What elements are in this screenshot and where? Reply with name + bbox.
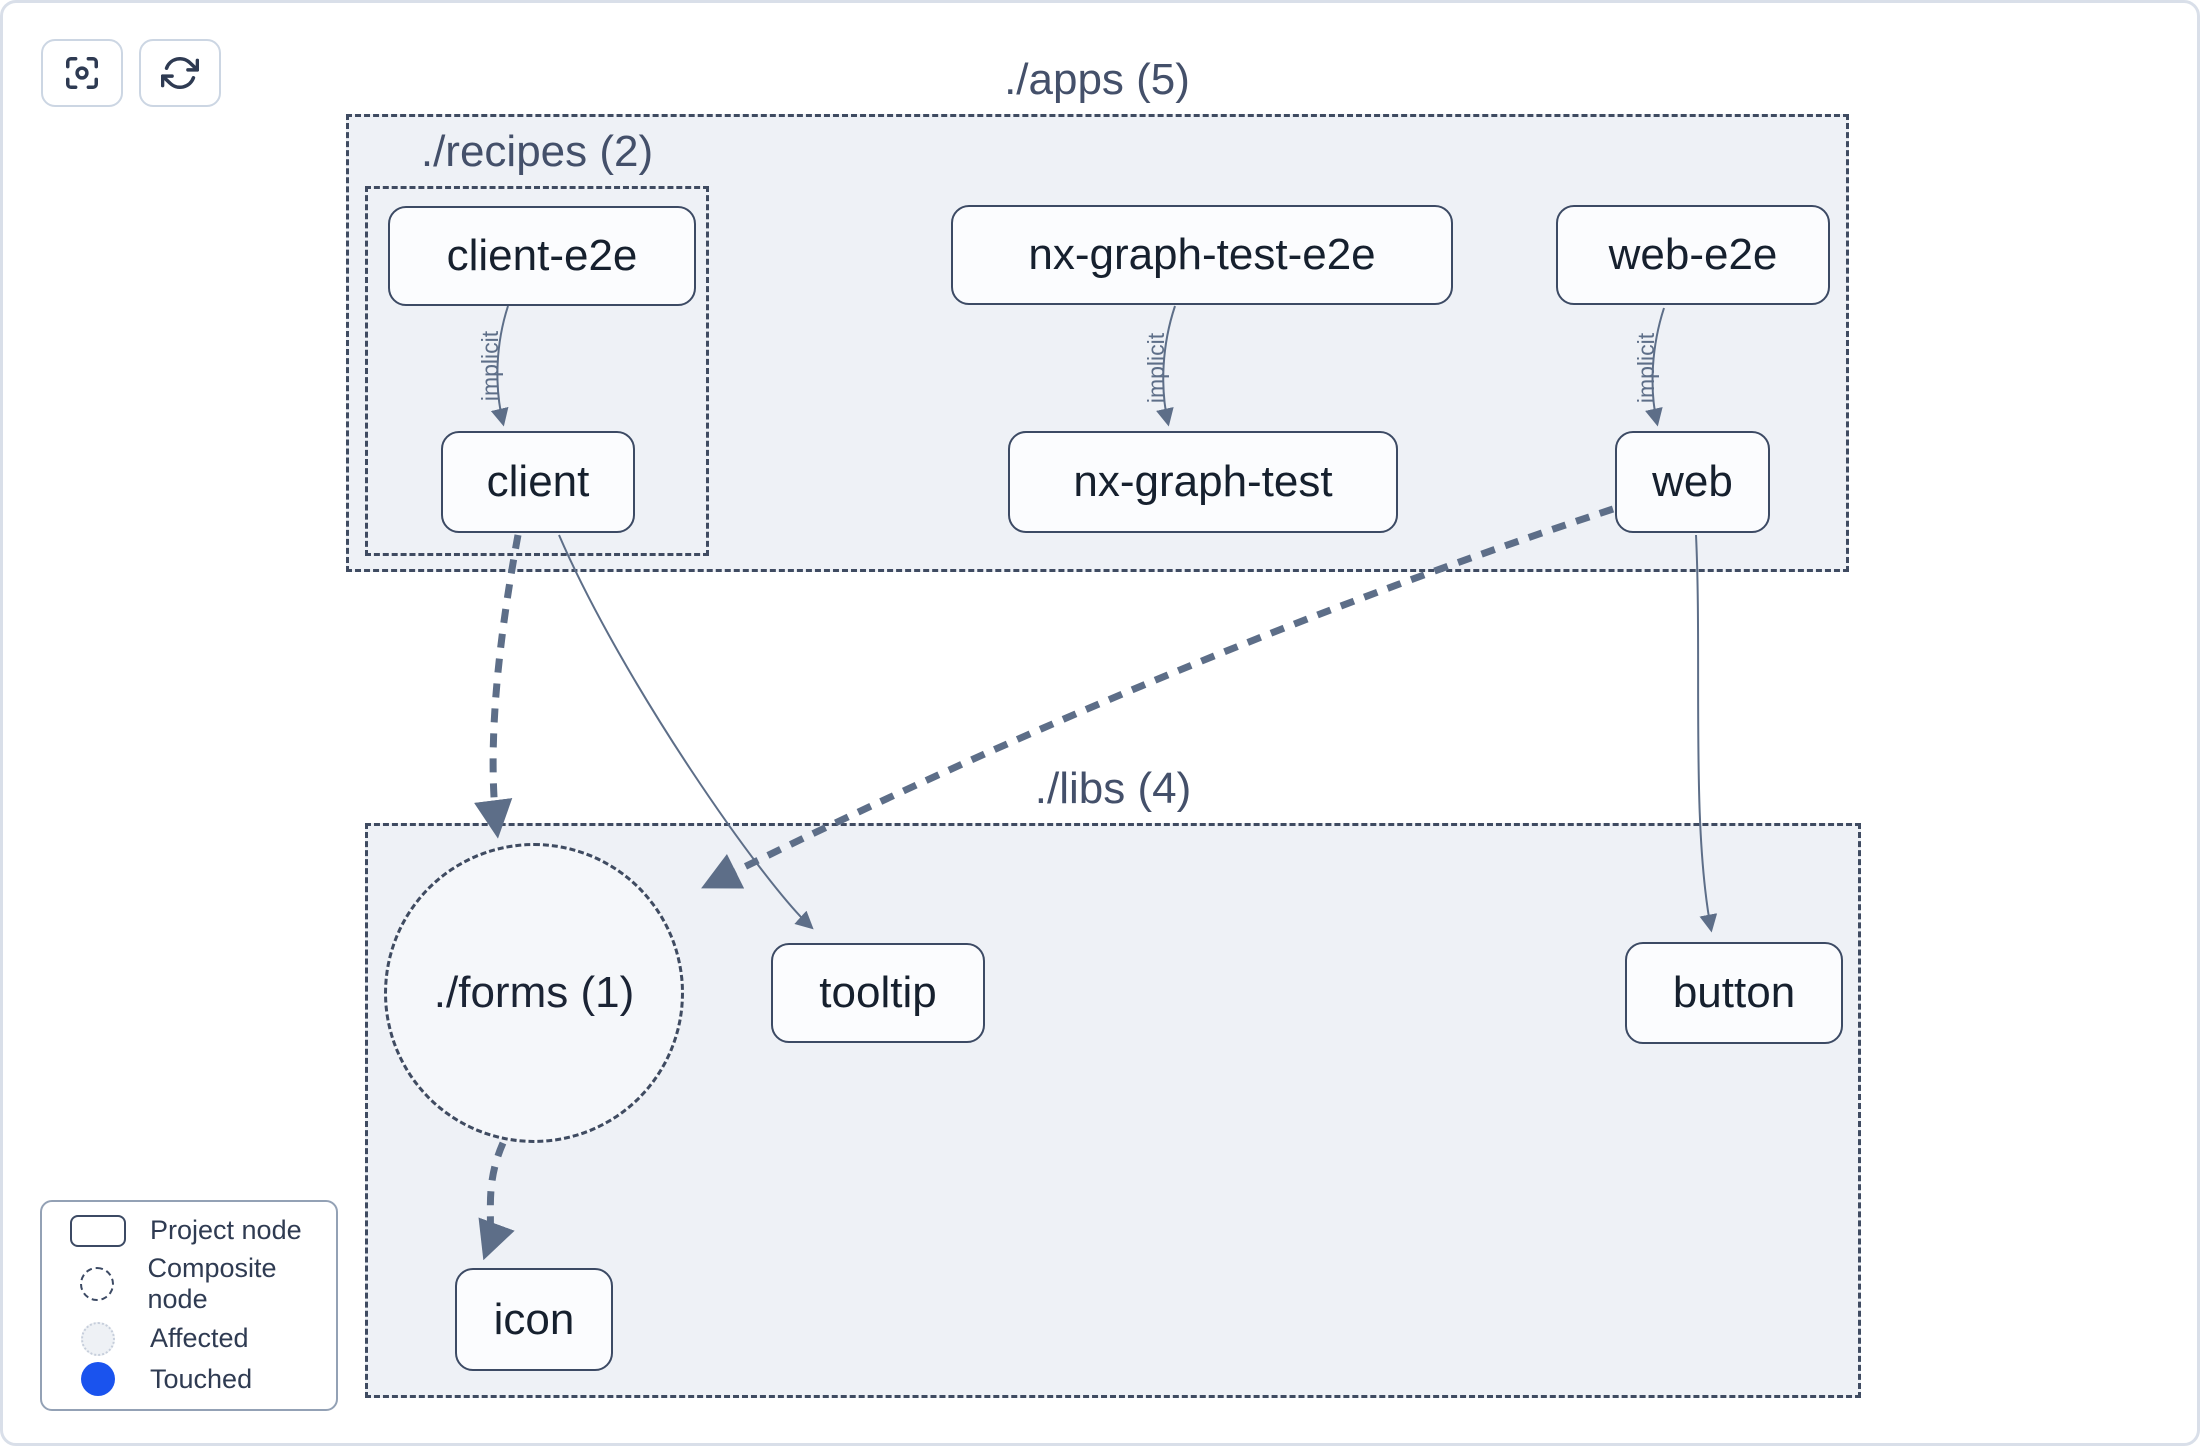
edge-label-implicit: implicit <box>1142 332 1169 404</box>
group-recipes-label: ./recipes (2) <box>420 127 654 176</box>
legend-label: Affected <box>150 1323 249 1354</box>
focus-icon <box>63 54 101 92</box>
project-node-client[interactable]: client <box>441 431 635 533</box>
zoom-to-fit-button[interactable] <box>41 39 123 107</box>
legend-label: Touched <box>150 1363 253 1394</box>
edge-label-implicit: implicit <box>1632 332 1659 404</box>
legend-item-project-node: Project node <box>42 1214 336 1247</box>
affected-swatch <box>81 1321 115 1356</box>
composite-node-forms-label: ./forms (1) <box>433 968 635 1017</box>
project-node-icon[interactable]: icon <box>455 1268 613 1371</box>
project-node-button[interactable]: button <box>1625 942 1843 1044</box>
legend-item-composite-node: Composite node <box>42 1253 336 1315</box>
composite-node-forms[interactable]: ./forms (1) <box>384 843 684 1143</box>
project-node-client-e2e[interactable]: client-e2e <box>388 206 696 306</box>
project-node-web-e2e[interactable]: web-e2e <box>1556 205 1830 305</box>
legend-label: Composite node <box>147 1253 277 1315</box>
project-node-swatch <box>70 1214 126 1247</box>
group-libs-label: ./libs (4) <box>1034 764 1192 813</box>
refresh-button[interactable] <box>139 39 221 107</box>
legend-item-touched: Touched <box>42 1362 336 1397</box>
project-node-web[interactable]: web <box>1615 431 1770 533</box>
legend: Project node Composite node Affected Tou… <box>40 1200 338 1411</box>
project-node-nx-graph-test[interactable]: nx-graph-test <box>1008 431 1398 533</box>
legend-label: Project node <box>150 1215 302 1246</box>
group-apps-label: ./apps (5) <box>1004 55 1190 104</box>
project-node-nx-graph-test-e2e[interactable]: nx-graph-test-e2e <box>951 205 1453 305</box>
composite-node-swatch <box>79 1267 114 1302</box>
edge-label-implicit: implicit <box>476 330 503 402</box>
project-node-tooltip[interactable]: tooltip <box>771 943 985 1043</box>
touched-swatch <box>81 1362 115 1397</box>
edge-client-to-forms <box>474 534 522 839</box>
refresh-icon <box>161 54 199 92</box>
legend-item-affected: Affected <box>42 1321 336 1356</box>
